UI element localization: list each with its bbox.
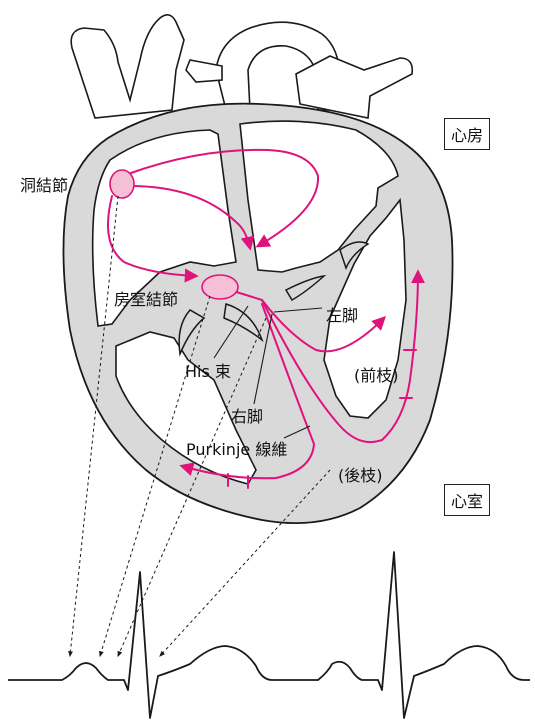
av-node-shape [202, 275, 238, 299]
label-sa-node: 洞結節 [20, 172, 68, 196]
label-purkinje: Purkinje 線維 [186, 436, 287, 460]
label-left-bundle: 左脚 [326, 302, 358, 326]
ecg-trace [8, 552, 530, 718]
label-his-bundle: His 束 [185, 358, 231, 382]
great-vessels [71, 15, 412, 118]
label-av-node: 房室結節 [114, 286, 178, 310]
vena-cava [71, 15, 184, 118]
label-posterior-branch: (後枝) [338, 462, 383, 486]
label-right-bundle: 右脚 [231, 403, 263, 427]
label-anterior-branch: (前枝) [354, 362, 399, 386]
label-ventricle: 心室 [444, 484, 490, 516]
label-atrium: 心房 [444, 118, 490, 150]
sa-node-shape [110, 170, 134, 198]
